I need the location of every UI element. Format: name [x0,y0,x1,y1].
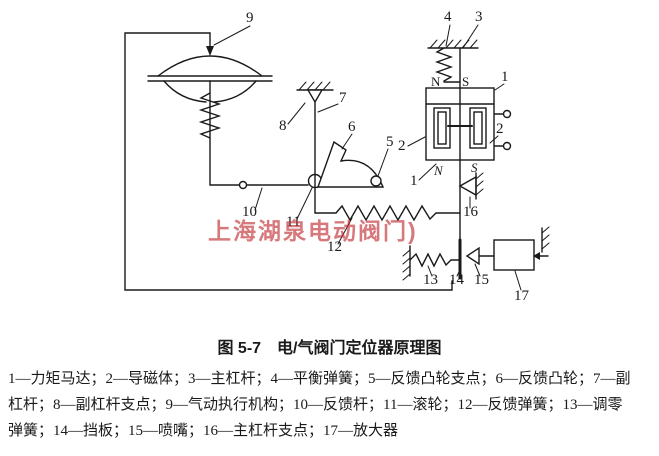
upper-support [427,39,479,49]
zero-spring [402,245,461,281]
secondary-lever-pivot [296,81,334,104]
balance-spring [434,47,461,83]
feedback-spring [314,204,461,222]
legend-line-3: 弹簧；14—挡板；15—喷嘴；16—主杠杆支点；17—放大器 [8,423,399,439]
label-7: 7 [339,90,347,106]
actuator-spring [198,92,222,139]
label-11: 11 [286,214,300,230]
label-1-left: 1 [410,173,418,189]
coil-left [433,107,451,149]
pneumatic-actuator [147,55,273,186]
schematic-svg: 9 4 3 1 2 2 1 7 8 6 5 10 11 12 16 13 14 … [124,9,550,304]
label-pole-n-top: N [431,74,441,89]
schematic-labels: 9 4 3 1 2 2 1 7 8 6 5 10 11 12 16 13 14 … [242,9,530,304]
torque-motor [425,87,512,161]
label-1-right: 1 [501,69,509,85]
feedback-rod [209,180,309,190]
nozzle [465,246,495,266]
label-13: 13 [423,272,438,288]
label-2-right: 2 [496,121,504,137]
amplifier [493,226,550,271]
legend-line-1: 1—力矩马达；2—导磁体；3—主杠杆；4—平衡弹簧；5—反馈凸轮支点；6—反馈凸… [8,371,631,387]
label-pole-s-top: S [462,74,469,89]
label-17: 17 [514,288,530,304]
schematic-lines [124,24,550,291]
label-8: 8 [279,118,287,134]
label-4: 4 [444,9,452,25]
label-pole-n-bottom: N [433,163,444,178]
label-leaders [213,24,522,291]
label-2-left: 2 [398,138,406,154]
label-12: 12 [327,239,342,255]
label-pole-s-bottom: S [471,160,478,175]
legend-line-2: 杠杆；8—副杠杆支点；9—气动执行机构；10—反馈杆；11—滚轮；12—反馈弹簧… [8,397,623,413]
main-lever-fulcrum [458,172,484,200]
positioner-schematic: 9 4 3 1 2 2 1 7 8 6 5 10 11 12 16 13 14 … [124,9,550,304]
figure-legend: 1—力矩马达；2—导磁体；3—主杠杆；4—平衡弹簧；5—反馈凸轮支点；6—反馈凸… [8,366,653,444]
feedback-cam [317,140,385,188]
label-3: 3 [475,9,483,25]
label-14: 14 [449,272,465,288]
cam-fulcrum [370,175,382,187]
figure-caption: 图 5-7 电/气阀门定位器原理图 [217,340,442,357]
terminal-bottom [502,141,512,151]
label-9: 9 [246,10,254,26]
label-5: 5 [386,134,394,150]
terminal-top [502,109,512,119]
coil-right [469,107,487,149]
label-10: 10 [242,204,257,220]
air-signal-line [124,32,453,291]
label-15: 15 [474,272,489,288]
label-6: 6 [348,119,356,135]
label-16: 16 [463,204,479,220]
